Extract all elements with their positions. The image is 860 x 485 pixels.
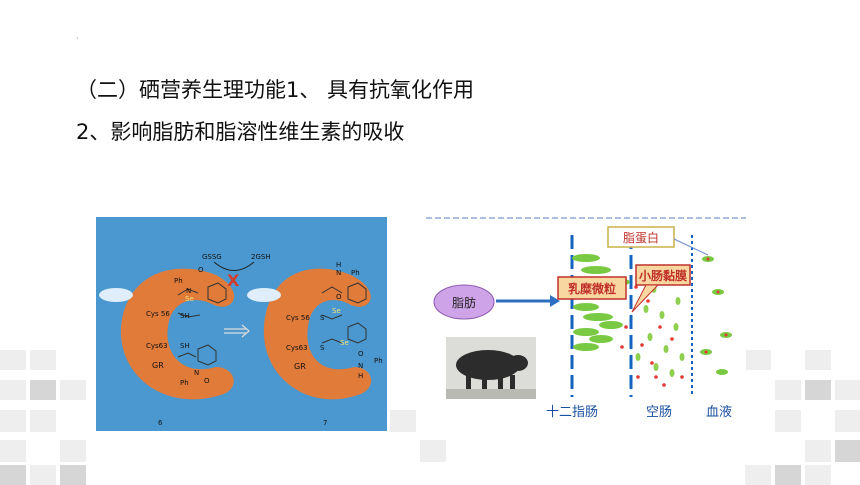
gsh-label: 2GSH xyxy=(251,253,271,261)
ph-label-a: Ph xyxy=(174,277,183,285)
structure-number-7: 7 xyxy=(323,419,327,427)
cys56-label-b: Cys 56 xyxy=(286,314,310,322)
blood-label: 血液 xyxy=(706,405,732,420)
fat-blob xyxy=(433,284,495,320)
structure-number-6: 6 xyxy=(158,419,163,427)
gr-label-b: GR xyxy=(294,362,306,371)
o-label-d: O xyxy=(358,350,364,358)
s-label-b: S xyxy=(320,344,325,352)
fat-absorption-diagram: 脂肪 乳糜微粒 脂蛋白 小肠黏膜 xyxy=(426,217,746,429)
o-label-b: O xyxy=(204,377,210,385)
se-label-a: Se xyxy=(185,295,194,303)
chylomicron-callout xyxy=(557,276,627,300)
fat-label: 脂肪 xyxy=(452,295,476,310)
se-label-b: Se xyxy=(332,307,341,315)
pig-photo xyxy=(446,337,536,399)
n-label-c: N xyxy=(336,269,341,277)
o-label-a: O xyxy=(198,266,204,274)
sh-label-1: SH xyxy=(180,312,190,320)
cys63-label-b: Cys63 xyxy=(286,344,308,352)
content-line-1: （二）硒营养生理功能1、 具有抗氧化作用 xyxy=(76,78,475,102)
enzyme-c-shape-right xyxy=(247,268,372,400)
mucosa-callout xyxy=(635,264,691,286)
jejunum-label: 空肠 xyxy=(646,405,672,420)
inhibit-cross: X xyxy=(227,271,240,290)
ph-label-d: Ph xyxy=(374,357,383,365)
cys56-label-a: Cys 56 xyxy=(146,310,170,318)
n-label-b: N xyxy=(194,369,199,377)
enzyme-c-shape-left xyxy=(99,268,235,400)
sh-label-2: SH xyxy=(180,342,190,350)
lipoprotein-callout xyxy=(607,226,675,248)
h-label-a: H xyxy=(336,261,341,269)
page-marker: · xyxy=(76,34,79,43)
n-label-a: N xyxy=(186,287,191,295)
ph-label-b: Ph xyxy=(180,379,189,387)
o-label-c: O xyxy=(336,293,342,301)
s-label-a: S xyxy=(320,314,325,322)
gssg-label: GSSG xyxy=(202,253,222,261)
enzyme-mechanism-diagram: X GSSG 2GSH Ph N O Se SH SH Cys 56 Cys63… xyxy=(96,217,387,431)
ph-label-c: Ph xyxy=(351,269,360,277)
n-label-d: N xyxy=(358,362,363,370)
reaction-arrow xyxy=(224,324,250,338)
decorative-grid xyxy=(0,350,860,485)
se-label-c: Se xyxy=(340,339,349,347)
chylomicron-label: 乳糜微粒 xyxy=(568,281,616,296)
cys63-label-a: Cys63 xyxy=(146,342,168,350)
mucosa-label: 小肠黏膜 xyxy=(639,268,687,283)
lipoprotein-label: 脂蛋白 xyxy=(623,230,659,245)
duodenum-label: 十二指肠 xyxy=(546,405,598,420)
content-line-2: 2、影响脂肪和脂溶性维生素的吸收 xyxy=(76,120,405,144)
gr-label-a: GR xyxy=(152,361,164,370)
h-label-b: H xyxy=(358,372,363,380)
